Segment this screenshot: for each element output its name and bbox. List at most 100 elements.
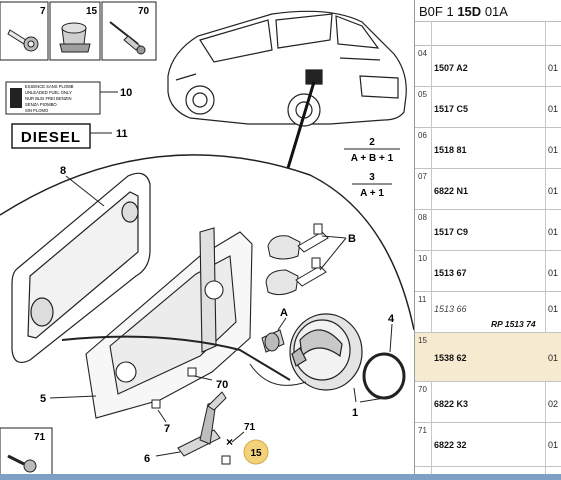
panel-header-code: B0F 1 15D 01A — [415, 0, 561, 22]
row-quantity: 01 — [548, 440, 559, 450]
row-reference-superseded[interactable]: 1513 66 — [434, 304, 467, 314]
unleaded-fuel-label: ESSENCE SANS PLOMB UNLEADED FUEL ONLY NU… — [5, 81, 101, 115]
thumbnail-part-7[interactable] — [0, 1, 49, 61]
plug-part-7[interactable] — [151, 399, 161, 409]
parts-row[interactable]: 70 6822 K3 02 — [415, 382, 561, 423]
row-quantity: 01 — [548, 227, 559, 237]
row-quantity: 01 — [548, 186, 559, 196]
row-reference[interactable]: 6822 K3 — [434, 399, 469, 409]
callout-10: 10 — [120, 87, 132, 99]
row-quantity: 01 — [548, 63, 559, 73]
parts-row[interactable]: 05 1517 C5 01 — [415, 87, 561, 128]
key-part-B-lower[interactable] — [265, 257, 327, 296]
thumb-clip-7-icon — [7, 29, 39, 52]
fuel-label-line-4: SENZA PIOMBO — [25, 102, 57, 107]
thumbnail-label-71: 71 — [34, 432, 46, 443]
row-reference[interactable]: 6822 N1 — [434, 186, 469, 196]
thumb-plug-15-icon — [59, 22, 91, 53]
rivet-part-70[interactable] — [187, 367, 197, 377]
callout-71: 71 — [244, 422, 256, 433]
row-position: 71 — [418, 426, 427, 435]
callout-1: 1 — [352, 407, 358, 419]
column-header-row — [415, 22, 561, 46]
thumbnail-row — [0, 1, 157, 61]
row-reference[interactable]: 1517 C9 — [434, 227, 469, 237]
parts-row[interactable]: 11 1513 66 01 RP 1513 74 — [415, 292, 561, 333]
row-reference[interactable]: 1538 62 — [434, 353, 467, 363]
header-code-part-1: B0F — [419, 4, 443, 19]
thumbnail-label-15: 15 — [86, 6, 98, 17]
row-position: 10 — [418, 254, 427, 263]
door-actuator-part-6[interactable] — [177, 391, 227, 457]
parts-row[interactable]: 08 1517 C9 01 — [415, 210, 561, 251]
fuel-cap-part-1[interactable] — [289, 313, 363, 391]
parts-row[interactable]: 06 1518 81 01 — [415, 128, 561, 169]
fuel-door-part-8[interactable] — [11, 172, 151, 363]
formula-3-number: 3 — [369, 172, 375, 183]
row-quantity: 01 — [548, 353, 559, 363]
row-reference[interactable]: 1518 81 — [434, 145, 467, 155]
callout-6: 6 — [144, 453, 150, 465]
fuel-label-line-1: ESSENCE SANS PLOMB — [25, 84, 74, 89]
parts-row[interactable]: 71 6822 32 01 — [415, 423, 561, 467]
row-position: 11 — [418, 295, 427, 304]
header-code-part-4: 01A — [484, 4, 508, 19]
callout-70: 70 — [216, 379, 228, 391]
row-replacement-reference[interactable]: RP 1513 74 — [491, 319, 536, 329]
lock-cylinder-part-A[interactable] — [261, 329, 285, 353]
row-reference[interactable]: 6822 32 — [434, 440, 467, 450]
fuel-label-line-5: SIN PLOMO — [25, 108, 49, 113]
callout-5: 5 — [40, 393, 46, 405]
row-position: 06 — [418, 131, 427, 140]
row-quantity: 01 — [548, 304, 559, 314]
thumbnail-part-15[interactable] — [49, 1, 101, 61]
thumbnail-part-71[interactable] — [0, 427, 53, 480]
thumb-rivet-70-icon — [109, 21, 146, 55]
highlight-15-badge[interactable] — [243, 439, 269, 465]
callout-7: 7 — [164, 423, 170, 435]
row-position: 70 — [418, 385, 427, 394]
body-panel-arc — [0, 154, 414, 331]
thumbnail-part-70[interactable] — [101, 1, 157, 61]
row-quantity: 01 — [548, 145, 559, 155]
row-position: 04 — [418, 49, 427, 58]
callout-15: 15 — [250, 448, 262, 459]
column-divider — [431, 22, 432, 480]
formula-2-number: 2 — [369, 137, 375, 148]
exploded-parts-diagram: 7 15 70 ESSENCE SANS PLOMB UNLEADED FUEL… — [0, 1, 414, 480]
seal-part-4[interactable] — [362, 352, 406, 400]
thumb-screw-71-icon — [7, 454, 37, 473]
parts-row[interactable]: 10 1513 67 01 — [415, 251, 561, 292]
row-position: 15 — [418, 336, 427, 345]
car-illustration — [167, 10, 407, 127]
diesel-label: DIESEL — [11, 123, 91, 149]
callout-A: A — [280, 307, 288, 319]
filler-housing-part-5[interactable] — [85, 227, 253, 419]
column-divider — [545, 22, 546, 480]
parts-row[interactable]: 07 6822 N1 01 — [415, 169, 561, 210]
callout-B: B — [348, 233, 356, 245]
row-reference[interactable]: 1517 C5 — [434, 104, 469, 114]
thumbnail-label-7: 7 — [40, 6, 46, 17]
row-position: 07 — [418, 172, 427, 181]
row-reference[interactable]: 1513 67 — [434, 268, 467, 278]
diesel-label-text: DIESEL — [21, 129, 81, 146]
parts-row[interactable]: 04 1507 A2 01 — [415, 46, 561, 87]
row-quantity: 01 — [548, 268, 559, 278]
row-quantity: 02 — [548, 399, 559, 409]
quantity-formula-3: 3 A + 1 — [352, 172, 392, 199]
row-position: 05 — [418, 90, 427, 99]
header-code-part-3: 15D — [457, 4, 482, 19]
plug-part-15[interactable] — [221, 455, 231, 465]
bottom-scroll-strip — [0, 474, 561, 480]
row-reference[interactable]: 1507 A2 — [434, 63, 468, 73]
cross-mark-icon: × — [226, 435, 233, 449]
callout-4: 4 — [388, 313, 395, 325]
parts-row-selected[interactable]: 15 1538 62 01 — [415, 333, 561, 382]
fuel-label-line-3: NUR BLEI FREI BENZIN — [25, 96, 72, 101]
parts-list-panel: B0F 1 15D 01A 04 1507 A2 01 05 1517 C5 0… — [414, 0, 561, 480]
row-quantity: 01 — [548, 104, 559, 114]
key-part-B-upper[interactable] — [267, 223, 329, 260]
thumbnail-label-70: 70 — [138, 6, 150, 17]
callout-8: 8 — [60, 165, 66, 177]
